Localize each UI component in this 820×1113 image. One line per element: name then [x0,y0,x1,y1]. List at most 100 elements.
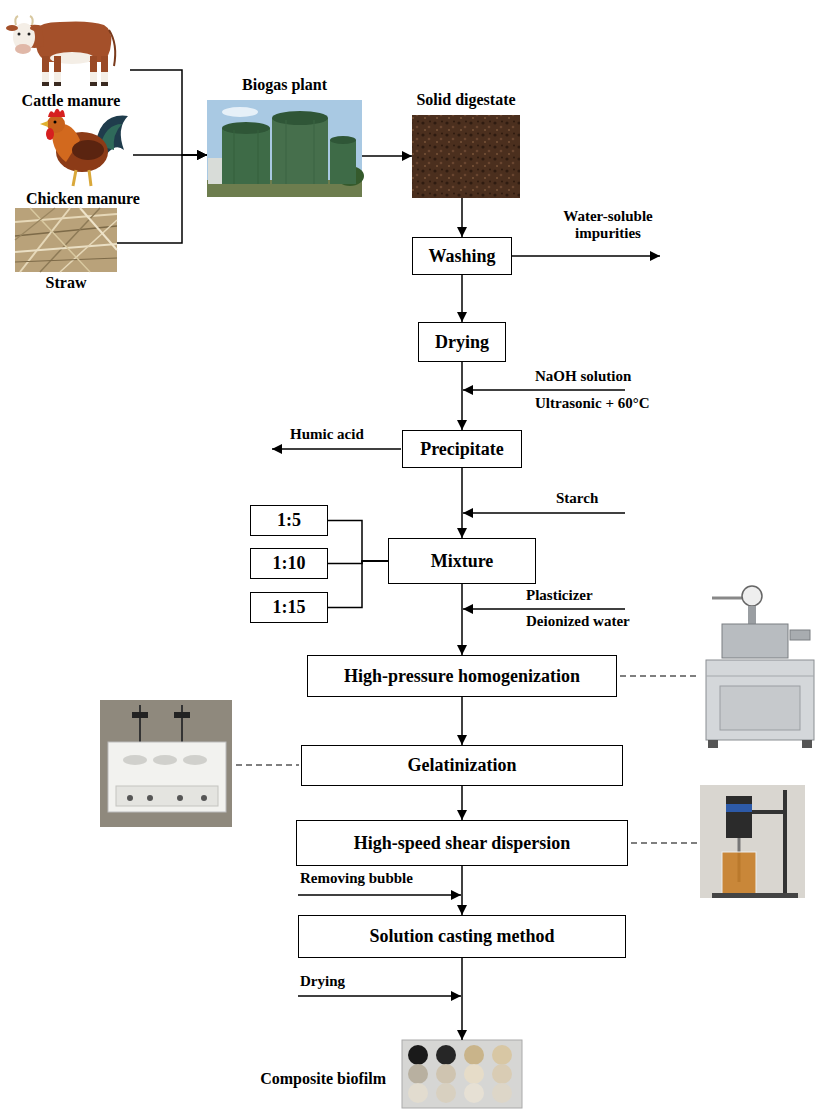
picture-node: Solid digestate [412,115,520,198]
flow-arrow [461,786,463,820]
biogas-plant-illustration [207,100,362,197]
box-label: High-speed shear dispersion [354,833,571,854]
flow-arrow [461,697,463,745]
shear-mixer-illustration [712,893,798,898]
process-box: Mixture [388,538,536,584]
cattle-illustration [90,56,97,82]
biogas-plant-illustration [207,100,364,197]
biogas-plant-illustration [222,107,258,117]
side-arrow [298,894,461,896]
water-bath-illustration [177,795,183,801]
cattle-illustration [42,72,49,82]
water-bath-illustration [147,795,153,801]
side-arrow [512,255,660,257]
biogas-plant-illustration [272,118,328,184]
picture-caption: Chicken manure [26,190,140,208]
water-bath-illustration [100,700,232,827]
water-bath-illustration [201,795,207,801]
side-label: Humic acid [290,426,364,443]
water-bath-illustration [183,755,207,765]
shear-mixer-illustration [726,804,752,812]
water-bath-illustration [100,700,232,827]
homogenizer-illustration [708,740,718,748]
homogenizer-illustration [790,630,810,640]
flow-arrow [362,155,412,157]
side-label: Starch [556,490,598,507]
picture-caption: Biogas plant [242,76,327,94]
cattle-illustration [54,56,61,82]
biofilm-plate-illustration [402,1040,522,1108]
biofilm-plate-illustration [408,1064,428,1084]
homogenizer-illustration [706,676,814,677]
homogenizer-illustration [712,597,742,600]
side-arrow [463,608,625,610]
box-label: Precipitate [420,439,504,460]
biofilm-plate-illustration [492,1045,512,1065]
biogas-plant-illustration [208,158,224,184]
solid-digestate-illustration [412,115,520,198]
side-label: Plasticizer [526,587,593,604]
flow-arrow [461,198,463,237]
shear-mixer-illustration [752,810,785,814]
biofilm-plate-illustration [492,1064,512,1084]
shear-mixer-illustration [700,785,805,898]
flow-arrow [461,866,463,915]
cattle-illustration [6,25,18,31]
solid-digestate-illustration [412,115,520,198]
chicken-illustration [40,109,128,186]
side-label: NaOH solution [535,368,631,385]
box-label: High-pressure homogenization [344,666,580,687]
chicken-illustration [89,170,91,186]
straw-illustration [15,214,117,222]
flow-arrow [461,584,463,655]
side-arrow [272,256,660,996]
biogas-plant-illustration [272,111,328,125]
side-label: Deionized water [526,613,630,630]
water-bath-illustration [116,786,218,806]
chicken-illustration [54,121,57,124]
straw-illustration [15,244,117,252]
process-box: 1:10 [250,548,328,579]
flow-arrow [130,70,207,155]
biogas-plant-illustration [222,128,270,184]
water-bath-illustration [123,755,147,765]
side-label: Water-soluble impurities [548,208,668,243]
cattle-illustration [101,56,108,82]
box-label: 1:5 [277,510,301,531]
equipment-leader [236,764,299,765]
cattle-illustration [15,44,31,54]
chicken-illustration [73,170,76,186]
biogas-plant-illustration [222,122,270,134]
box-label: Mixture [431,551,494,572]
picture-caption: Straw [46,274,87,292]
water-bath-illustration [174,712,190,718]
process-box: Gelatinization [301,745,623,786]
cattle-illustration [30,25,42,31]
process-box: 1:15 [250,592,328,623]
biofilm-plate-illustration [408,1083,428,1103]
side-arrow [272,448,401,450]
cattle-illustration [42,82,49,86]
homogenizer-illustration [722,624,788,658]
side-arrow [463,512,625,514]
side-arrow [463,389,625,391]
water-bath-illustration [127,795,133,801]
cattle-illustration [18,33,21,36]
shear-mixer-illustration [722,852,756,894]
straw-illustration [15,208,55,240]
cattle-illustration [90,82,97,86]
biogas-plant-illustration [330,136,356,144]
water-bath-illustration [153,755,177,765]
straw-illustration [15,208,117,272]
cattle-illustration [101,82,108,86]
chicken-illustration [46,128,54,140]
straw-illustration [20,208,70,272]
chicken-illustration [72,140,104,160]
straw-illustration [15,258,117,262]
side-arrow [298,995,461,997]
straw-illustration [80,208,117,250]
cattle-illustration [15,16,18,25]
biofilm-plate-illustration [492,1083,512,1103]
equipment-leader [631,842,698,843]
